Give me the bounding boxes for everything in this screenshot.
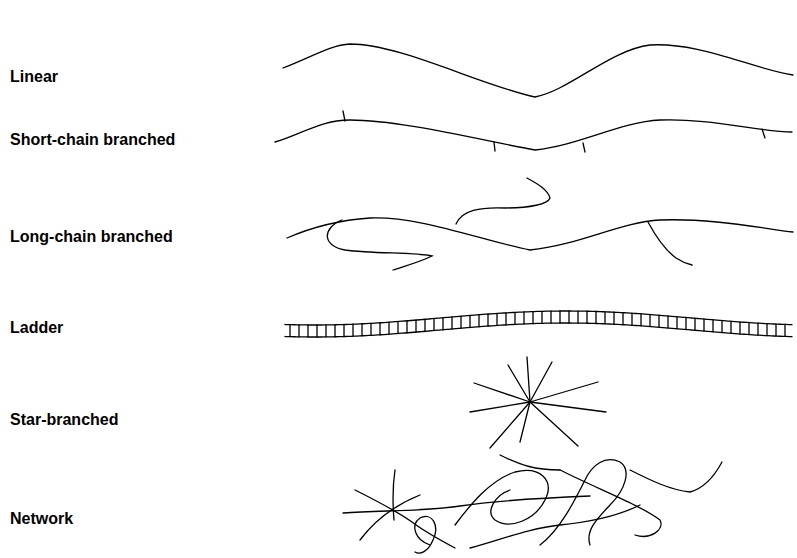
network-polymer: [343, 455, 722, 553]
star-polymer: [470, 357, 606, 448]
linear-chain: [283, 44, 793, 97]
structure-label: Ladder: [10, 318, 63, 338]
long-branched-chain: [287, 178, 793, 270]
structure-label: Short-chain branched: [10, 130, 175, 150]
structure-label: Linear: [10, 67, 58, 87]
structure-label: Star-branched: [10, 410, 118, 430]
ladder-chain: [285, 311, 792, 337]
short-branched-chain: [275, 111, 792, 152]
structure-label: Network: [10, 509, 73, 529]
structure-label: Long-chain branched: [10, 227, 173, 247]
